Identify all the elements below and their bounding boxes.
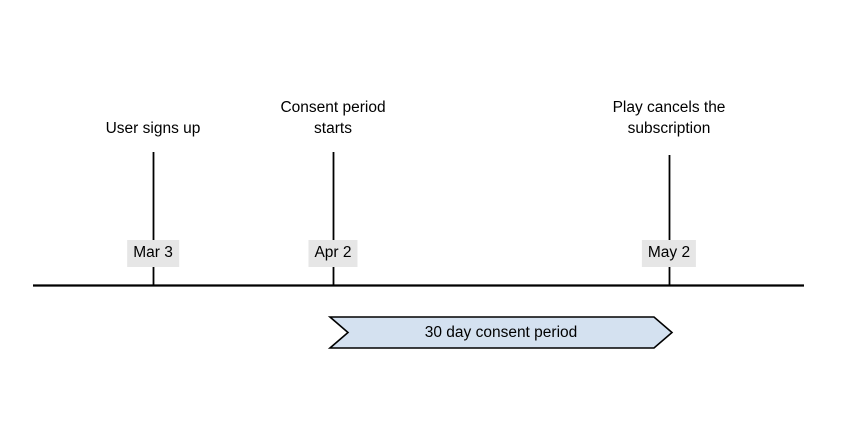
event-label-line: subscription: [627, 120, 711, 137]
event-label-line: User signs up: [105, 120, 201, 137]
event-label-line: Consent period: [280, 99, 386, 116]
event-label-user-signs-up: User signs up: [106, 118, 201, 139]
consent-period-banner-label: 30 day consent period: [424, 324, 578, 341]
date-chip-user-signs-up: Mar 3: [127, 240, 179, 267]
date-chip-consent-period-starts: Apr 2: [308, 240, 358, 267]
event-label-line: starts: [314, 120, 352, 137]
event-label-line: Play cancels the: [612, 99, 726, 116]
event-label-play-cancels-subscription: Play cancels the subscription: [613, 97, 726, 139]
consent-period-banner-shape: [327, 316, 674, 349]
event-label-consent-period-starts: Consent period starts: [280, 97, 385, 139]
date-chip-play-cancels-subscription: May 2: [641, 240, 697, 267]
